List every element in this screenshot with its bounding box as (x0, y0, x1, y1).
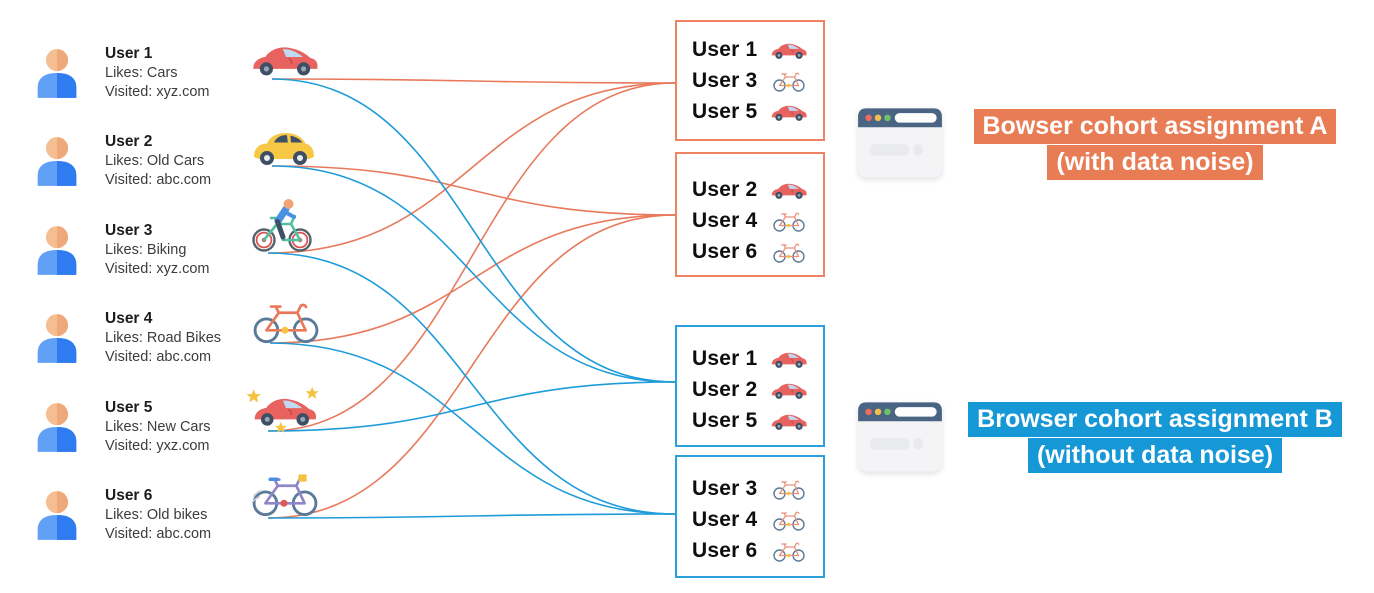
cohort-edge (271, 165, 676, 216)
user-name: User 2 (105, 133, 153, 150)
car-icon (770, 101, 808, 123)
car-icon (770, 39, 808, 61)
cohort-edge (269, 214, 676, 344)
user-avatar-icon (34, 402, 80, 452)
user-avatar-icon (34, 225, 80, 275)
red-sports-car-icon (250, 40, 320, 78)
cohort-member-row: User 6 (692, 535, 823, 566)
member-name: User 6 (692, 538, 758, 562)
user-likes: Likes: Cars (105, 65, 178, 81)
cohort-box-a1: User 1 User 3 User 5 (675, 20, 825, 141)
car-icon (770, 410, 808, 432)
cohort-member-row: User 1 (692, 34, 823, 65)
user-avatar-icon (34, 136, 80, 186)
person-biking-icon (250, 196, 314, 254)
user-row: User 3 Likes: Biking Visited: xyz.com (34, 221, 264, 291)
member-name: User 2 (692, 177, 758, 201)
member-name: User 3 (692, 476, 758, 500)
user-row: User 2 Likes: Old Cars Visited: abc.com (34, 132, 264, 202)
user-name: User 5 (105, 399, 153, 416)
user-name: User 3 (105, 222, 153, 239)
cohort-member-row: User 5 (692, 96, 823, 127)
bike-icon (770, 540, 808, 562)
member-name: User 5 (692, 99, 758, 123)
user-row: User 6 Likes: Old bikes Visited: abc.com (34, 486, 264, 556)
cohort-b-title-line2: (without data noise) (1027, 438, 1283, 473)
cohort-b-label: Browser cohort assignment B (without dat… (945, 402, 1365, 473)
cohort-member-row: User 4 (692, 205, 823, 236)
user-row: User 5 Likes: New Cars Visited: yxz.com (34, 398, 264, 468)
user-visited: Visited: abc.com (105, 172, 212, 188)
cohort-box-b1: User 1 User 2 User 5 (675, 325, 825, 447)
member-name: User 2 (692, 377, 758, 401)
user-visited: Visited: xyz.com (105, 84, 210, 100)
user-likes: Likes: Old bikes (105, 507, 208, 523)
cohort-member-row: User 4 (692, 504, 823, 535)
bike-icon (770, 478, 808, 500)
cohort-edge (267, 214, 676, 519)
cohort-member-row: User 2 (692, 374, 823, 405)
user-name: User 6 (105, 487, 153, 504)
bike-icon (770, 70, 808, 92)
cohort-a-title-line2: (with data noise) (1047, 145, 1263, 180)
cohort-edge (267, 252, 676, 515)
bike-icon (770, 241, 808, 263)
member-name: User 4 (692, 208, 758, 232)
user-avatar-icon (34, 313, 80, 363)
cohort-member-row: User 2 (692, 174, 823, 205)
cohort-box-a2: User 2 User 4 User 6 (675, 152, 825, 277)
cohort-member-row: User 3 (692, 473, 823, 504)
member-name: User 5 (692, 408, 758, 432)
cohort-edge (271, 78, 676, 383)
new-car-sparkles-icon (245, 386, 325, 434)
cohort-edge (267, 381, 676, 432)
user-row: User 4 Likes: Road Bikes Visited: abc.co… (34, 309, 264, 379)
road-bike-icon (253, 298, 319, 344)
bike-icon (770, 210, 808, 232)
user-likes: Likes: New Cars (105, 419, 211, 435)
cohort-edge (267, 82, 676, 432)
cohort-member-row: User 6 (692, 236, 823, 267)
cohort-member-row: User 5 (692, 405, 823, 436)
member-name: User 3 (692, 68, 758, 92)
car-icon (770, 348, 808, 370)
old-bike-icon (252, 470, 318, 518)
user-visited: Visited: abc.com (105, 349, 212, 365)
car-icon (770, 179, 808, 201)
browser-window-icon (856, 396, 944, 478)
cohort-edge (267, 513, 676, 519)
cohort-member-row: User 3 (692, 65, 823, 96)
cohort-a-title-line1: Bowser cohort assignment A (973, 109, 1337, 144)
user-visited: Visited: xyz.com (105, 261, 210, 277)
cohort-edge (271, 78, 676, 84)
cohort-a-label: Bowser cohort assignment A (with data no… (945, 109, 1365, 180)
member-name: User 6 (692, 239, 758, 263)
member-name: User 1 (692, 346, 758, 370)
cohort-edge (271, 165, 676, 383)
car-icon (770, 379, 808, 401)
user-likes: Likes: Road Bikes (105, 330, 222, 346)
user-name: User 1 (105, 45, 153, 62)
bike-icon (770, 509, 808, 531)
user-avatar-icon (34, 490, 80, 540)
user-likes: Likes: Old Cars (105, 153, 205, 169)
yellow-old-car-icon (249, 128, 319, 168)
cohort-edge (267, 82, 676, 254)
user-row: User 1 Likes: Cars Visited: xyz.com (34, 44, 264, 114)
cohort-box-b2: User 3 User 4 User 6 (675, 455, 825, 578)
user-name: User 4 (105, 310, 153, 327)
cohort-edge (269, 342, 676, 515)
cohort-member-row: User 1 (692, 343, 823, 374)
user-avatar-icon (34, 48, 80, 98)
member-name: User 4 (692, 507, 758, 531)
member-name: User 1 (692, 37, 758, 61)
browser-window-icon (856, 102, 944, 184)
user-likes: Likes: Biking (105, 242, 187, 258)
user-visited: Visited: yxz.com (105, 438, 210, 454)
user-visited: Visited: abc.com (105, 526, 212, 542)
cohort-b-title-line1: Browser cohort assignment B (968, 402, 1342, 437)
